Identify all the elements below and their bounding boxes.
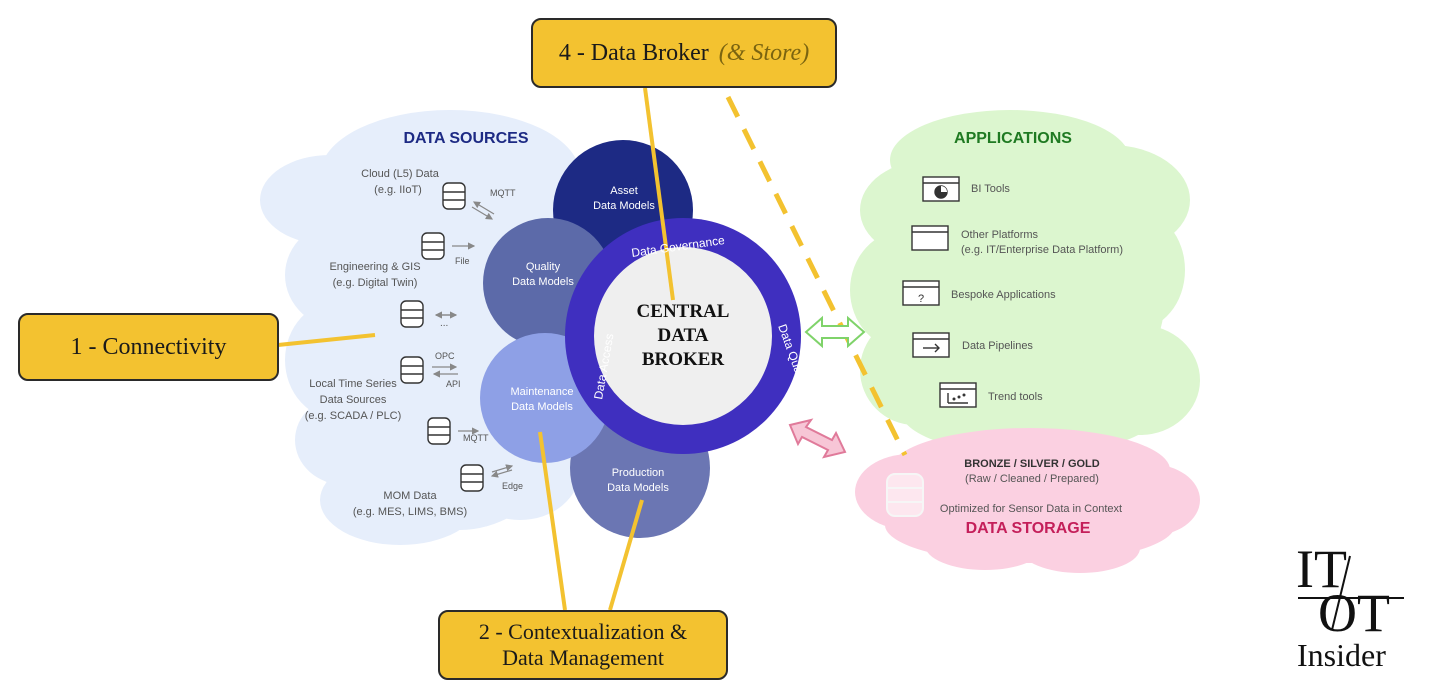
label-contextualization-line2: Data Management [502,645,664,670]
broker-core [594,247,772,425]
question-window-icon [902,280,940,306]
mqtt-label-2: MQTT [463,433,489,443]
database-icon [400,356,424,384]
app-label: BI Tools [971,183,1010,195]
database-icon [460,464,484,492]
asset-models-sublabel: Data Models [593,200,655,212]
trend-window-icon [939,382,977,408]
mom-label: MOM Data [383,490,437,502]
question-mark-glyph: ? [918,293,924,305]
opc-label: OPC [435,351,455,361]
quality-models-label: Quality [526,261,561,273]
asset-models-label: Asset [610,185,638,197]
database-icon [442,182,466,210]
engineering-sublabel: (e.g. Digital Twin) [333,277,418,289]
cloud-l5-sublabel: (e.g. IIoT) [374,184,422,196]
ellipsis-label: ... [440,318,448,329]
label-data-broker: 4 - Data Broker (& Store) [531,18,837,88]
maintenance-models-label: Maintenance [511,386,574,398]
app-label: Data Pipelines [962,340,1033,352]
applications-title: APPLICATIONS [954,130,1072,147]
app-sublabel: (e.g. IT/Enterprise Data Platform) [961,244,1123,256]
source-arrows [432,201,514,478]
maintenance-models-sublabel: Data Models [511,401,573,413]
label-contextualization: 2 - Contextualization & Data Management [438,610,728,680]
quality-models-sublabel: Data Models [512,276,574,288]
broker-title-3: BROKER [642,349,725,370]
api-label: API [446,379,461,389]
database-icon [421,232,445,260]
applications-double-arrow [804,315,866,349]
label-connectivity-text: 1 - Connectivity [70,333,227,360]
storage-optimized-label: Optimized for Sensor Data in Context [940,503,1122,515]
app-label: Other Platforms [961,229,1039,241]
label-contextualization-line1: 2 - Contextualization & [478,619,688,644]
connector-lines [277,87,908,611]
logo-insider: Insider [1297,637,1386,673]
cloud-l5-label: Cloud (L5) Data [361,168,440,180]
data-sources-title: DATA SOURCES [403,130,528,147]
logo-divider [1298,597,1404,599]
pie-chart-window-icon [922,176,960,202]
app-label: Trend tools [988,391,1043,403]
database-icon [400,300,424,328]
storage-tiers-sublabel: (Raw / Cleaned / Prepared) [965,473,1099,485]
broker-title-1: CENTRAL [637,301,730,322]
arrow-window-icon [912,332,950,358]
database-icons [400,182,484,492]
mqtt-label: MQTT [490,188,516,198]
itot-logo-mark [1331,555,1351,631]
label-connectivity: 1 - Connectivity [18,313,279,381]
storage-title: DATA STORAGE [966,520,1091,537]
storage-database-icon [886,473,924,517]
broker-title-2: DATA [657,325,708,346]
window-icon [911,225,949,251]
file-label: File [455,256,470,266]
engineering-label: Engineering & GIS [329,261,420,273]
applications-cloud [850,110,1200,455]
logo-it: IT [1296,539,1347,599]
database-icon [427,417,451,445]
production-models-label: Production [612,467,665,479]
time-series-sublabel: (e.g. SCADA / PLC) [305,410,402,422]
label-data-broker-sub: (& Store) [718,39,810,66]
storage-tiers-label: BRONZE / SILVER / GOLD [964,458,1100,470]
label-data-broker-main: 4 - Data Broker [558,39,715,66]
logo-ot: OT [1318,583,1390,643]
storage-double-arrow [788,418,847,459]
time-series-label: Local Time Series [309,378,397,390]
mom-sublabel: (e.g. MES, LIMS, BMS) [353,506,467,518]
app-label: Bespoke Applications [951,289,1056,301]
time-series-label-2: Data Sources [320,394,387,406]
edge-label: Edge [502,481,523,491]
production-models-sublabel: Data Models [607,482,669,494]
